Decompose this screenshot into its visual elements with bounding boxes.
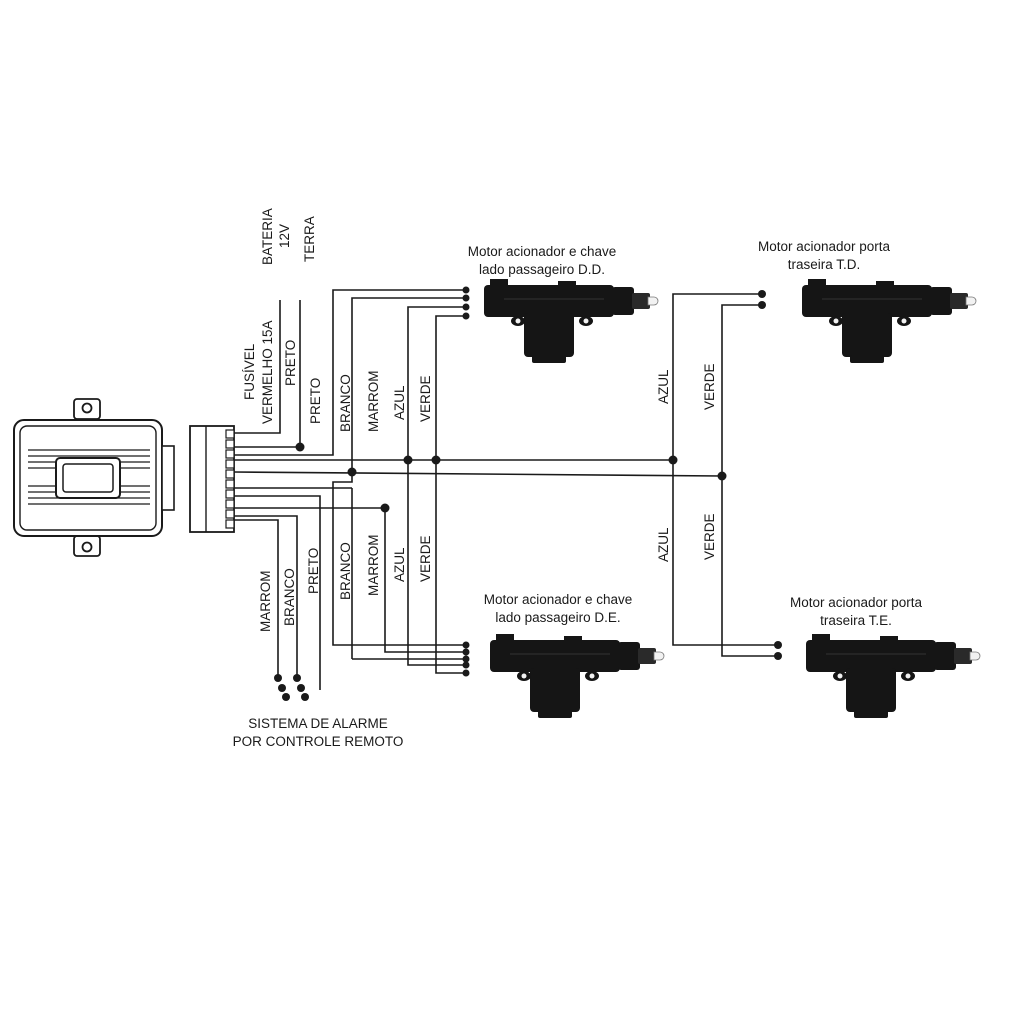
label-alarm-marrom: MARROM [258,571,273,633]
connector-icon [189,425,235,533]
door-lock-actuator-icon [483,278,659,364]
control-module-icon [13,398,175,557]
label-branco-top: BRANCO [338,374,353,432]
wire-alarm-preto [234,495,321,690]
label-azul-top: AZUL [392,385,407,420]
label-marrom-bottom: MARROM [366,535,381,597]
wire-marrom-dd [351,297,466,472]
wire-azul-dd [407,306,466,460]
label-vermelho: VERMELHO 15A [260,320,275,424]
door-lock-actuator-icon [805,633,981,719]
label-bateria: BATERIA [260,208,275,265]
label-verde-top: VERDE [418,375,433,422]
bus-marrom [233,471,723,477]
label-fusivel: FUSÍVEL [242,343,257,400]
label-12v: 12V [277,224,292,248]
wire-azul-rear [672,293,760,460]
motor-te-line2: traseira T.E. [820,613,892,628]
wire-branco-de [332,472,466,646]
label-alarm-preto: PRETO [306,548,321,594]
motor-te-line1: Motor acionador porta [790,595,923,610]
wire-marrom-alarm-link [234,507,466,653]
door-lock-actuator-icon [489,633,665,719]
wire-verde-de [435,460,466,674]
door-lock-actuator-icon [801,278,977,364]
label-azul-right-top: AZUL [656,369,671,404]
label-verde-right-bottom: VERDE [702,513,717,560]
label-branco-bottom: BRANCO [338,542,353,600]
label-preto-top-b: PRETO [308,378,323,424]
motor-de-line1: Motor acionador e chave [484,592,633,607]
wire-verde-rear [721,304,760,476]
motor-dd-line1: Motor acionador e chave [468,244,617,259]
label-marrom-top: MARROM [366,371,381,433]
junction-dots [274,286,782,701]
alarm-caption-line2: POR CONTROLE REMOTO [233,734,404,749]
label-verde-right-top: VERDE [702,363,717,410]
wire-azul-rear-te [672,460,776,646]
motor-de-line2: lado passageiro D.E. [495,610,620,625]
motor-td-line1: Motor acionador porta [758,239,891,254]
wire-verde-dd [435,315,466,460]
wire-alarm-marrom [234,519,279,676]
wire-alarm-branco [234,515,298,676]
wire-azul-de [407,460,466,666]
wire-vermelho [234,300,281,434]
label-alarm-branco: BRANCO [282,568,297,626]
label-preto-top-a: PRETO [283,340,298,386]
motor-dd-line2: lado passageiro D.D. [479,262,605,277]
wire-verde-rear-te [721,476,776,657]
label-azul-right-bottom: AZUL [656,527,671,562]
label-terra: TERRA [302,216,317,262]
motor-td-line2: traseira T.D. [788,257,861,272]
label-azul-bottom: AZUL [392,547,407,582]
wiring [233,289,776,690]
label-verde-bottom: VERDE [418,535,433,582]
alarm-caption-line1: SISTEMA DE ALARME [248,716,388,731]
wire-branco-dd [234,289,466,456]
